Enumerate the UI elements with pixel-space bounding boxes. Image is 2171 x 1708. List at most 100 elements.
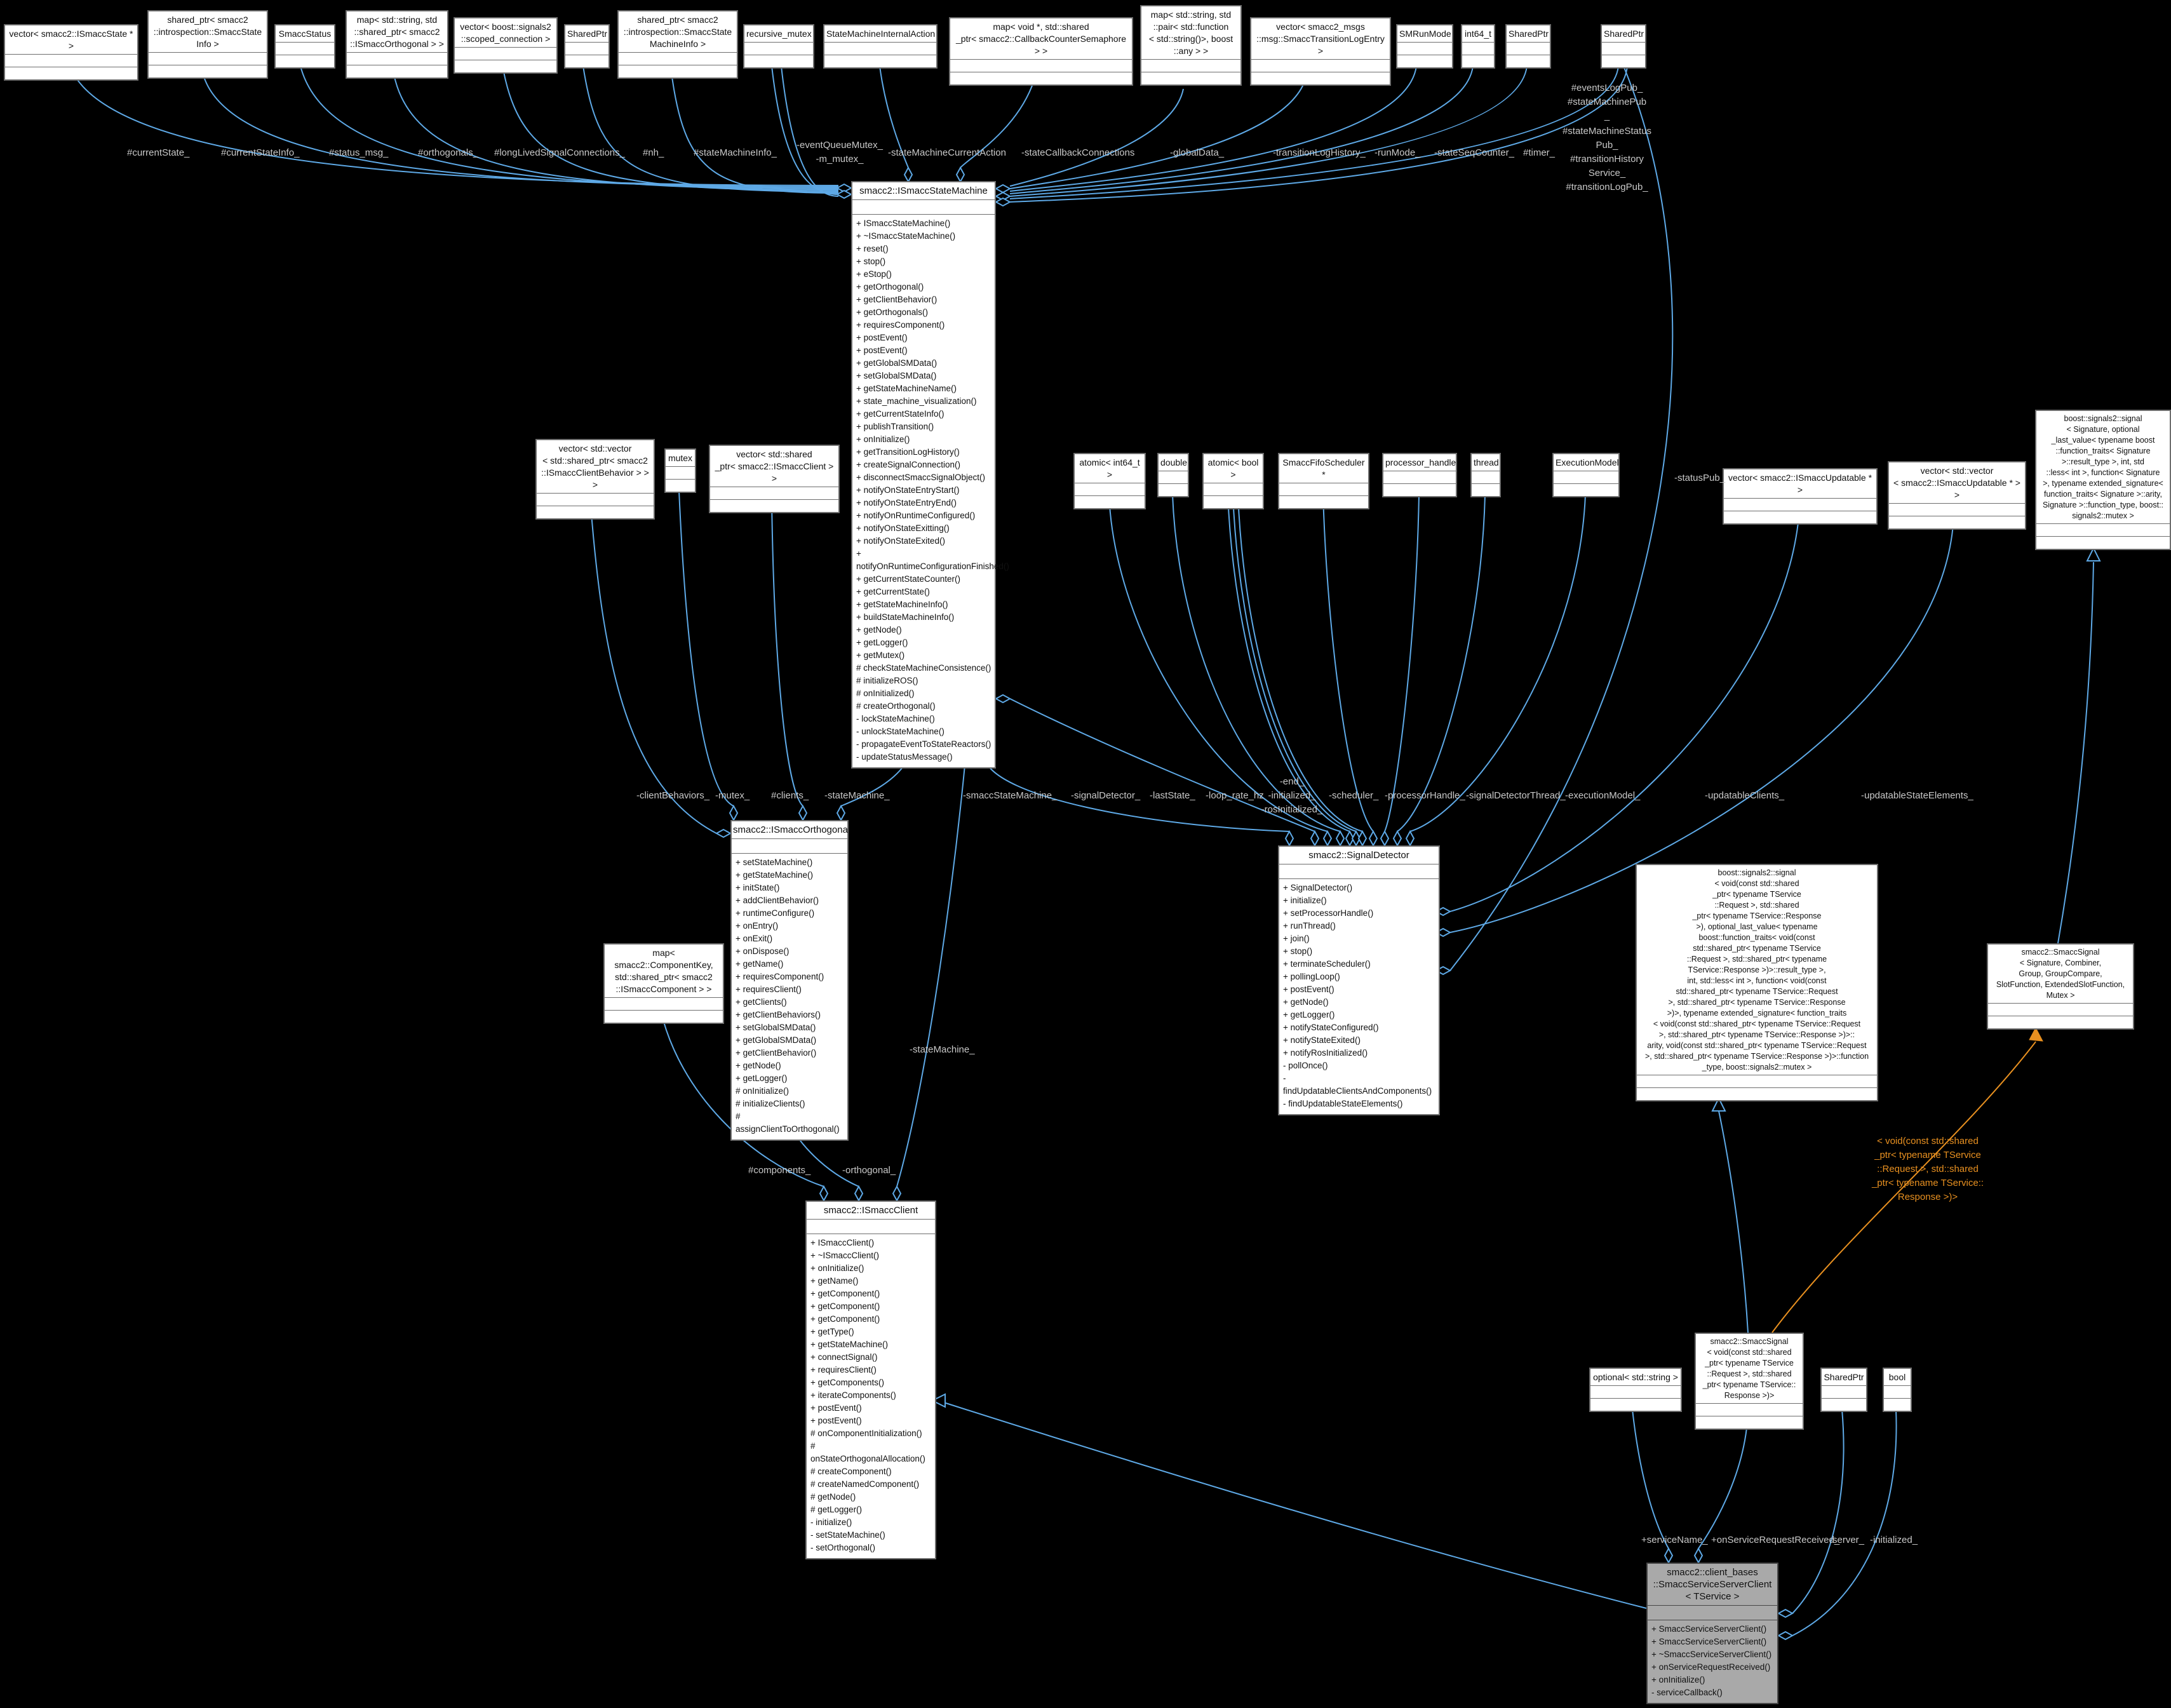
class-ismacc-state-machine[interactable]: smacc2::ISmaccStateMachine+ ISmaccStateM… (851, 181, 1009, 769)
type-title: SmaccFifoScheduler * (1279, 454, 1368, 483)
type-smacc-status[interactable]: SmaccStatus (274, 24, 335, 69)
type-shared-ptr-a[interactable]: SharedPtr (564, 24, 610, 69)
edge-label-line: #stateMachinePub (1567, 97, 1647, 107)
type-atomic-bool[interactable]: atomic< bool > (1202, 453, 1264, 509)
type-sm-run-mode[interactable]: SMRunMode (1396, 24, 1453, 69)
class-member: + createSignalConnection() (856, 460, 960, 469)
type-int64-t[interactable]: int64_t (1461, 24, 1495, 69)
empty-compartment (1637, 1075, 1877, 1087)
type-title-line: ::Request >, std::shared (1707, 1369, 1792, 1378)
type-title: vector< boost::signals2::scoped_connecti… (455, 18, 556, 47)
type-smacc-fifo-scheduler[interactable]: SmaccFifoScheduler * (1278, 453, 1369, 509)
empty-compartment (619, 52, 737, 65)
empty-compartment (1472, 471, 1500, 483)
type-vector-client-behavior[interactable]: vector< std::vector< std::shared_ptr< sm… (535, 439, 655, 520)
empty-compartment (1204, 483, 1263, 495)
type-title-line: StateMachineInternalAction (826, 29, 936, 39)
type-state-machine-internal-action[interactable]: StateMachineInternalAction (823, 24, 938, 69)
lbl-run-mode: -runMode_ (1375, 146, 1421, 160)
class-member: - serviceCallback() (1651, 1688, 1723, 1697)
empty-compartment (1141, 59, 1240, 72)
class-member: + getComponent() (810, 1301, 880, 1311)
empty-compartment (1204, 495, 1263, 508)
class-smacc-service-server-client[interactable]: smacc2::client_bases::SmaccServiceServer… (1646, 1563, 1778, 1704)
type-shared-ptr-smacc-state-info[interactable]: shared_ptr< smacc2::introspection::Smacc… (147, 10, 268, 79)
type-execution-model[interactable]: ExecutionModel (1552, 453, 1620, 497)
type-title: SMRunMode (1397, 25, 1452, 42)
lbl-event-queue-mutex: -eventQueueMutex_-m_mutex_ (795, 138, 884, 166)
type-shared-ptr-c[interactable]: SharedPtr (1601, 24, 1646, 69)
type-title-line: atomic< int64_t > (1079, 457, 1140, 480)
type-title-line: SharedPtr (1824, 1372, 1864, 1382)
type-shared-ptr-sm-info[interactable]: shared_ptr< smacc2::introspection::Smacc… (617, 10, 738, 79)
edge-label-line: -stateMachineCurrentAction (888, 147, 1006, 158)
type-title-line: Signature >::function_type, boost:: (2042, 501, 2164, 509)
type-title-line: SharedPtr (567, 29, 608, 39)
empty-compartment (1554, 483, 1618, 496)
type-title: atomic< int64_t > (1075, 454, 1145, 483)
type-atomic-int64[interactable]: atomic< int64_t > (1073, 453, 1146, 509)
type-vector-transition-log[interactable]: vector< smacc2_msgs::msg::SmaccTransitio… (1250, 17, 1391, 86)
class-title-line: smacc2::ISmaccStateMachine (859, 185, 988, 196)
type-title-line: arity, void(const std::shared_ptr< typen… (1647, 1041, 1867, 1050)
type-vector-ismacc-state[interactable]: vector< smacc2::ISmaccState * > (4, 24, 138, 81)
type-vector-scoped-connection[interactable]: vector< boost::signals2::scoped_connecti… (454, 17, 558, 74)
lbl-loop-rate-hz: -loop_rate_hz (1206, 789, 1264, 803)
edge-label-line: -updatableStateElements_ (1861, 790, 1973, 801)
type-thread[interactable]: thread (1470, 453, 1501, 497)
empty-compartment (824, 55, 936, 67)
class-member: + join() (1283, 934, 1310, 943)
type-bool[interactable]: bool (1883, 1368, 1912, 1412)
type-recursive-mutex[interactable]: recursive_mutex (743, 24, 814, 69)
class-member: + stop() (856, 257, 886, 266)
methods-compartment: + SignalDetector()+ initialize()+ setPro… (1279, 878, 1439, 1114)
type-optional-string[interactable]: optional< std::string > (1589, 1368, 1682, 1412)
type-mutex[interactable]: mutex (664, 448, 696, 493)
type-map-callback-counter-semaphore[interactable]: map< void *, std::shared_ptr< smacc2::Ca… (949, 17, 1133, 86)
type-title-line: SmaccStatus (278, 29, 332, 39)
type-title: mutex (666, 450, 695, 466)
class-member: + getComponent() (810, 1289, 880, 1298)
type-shared-ptr-d[interactable]: SharedPtr (1820, 1368, 1867, 1412)
type-smacc-signal-specialized[interactable]: smacc2::SmaccSignal< void(const std::sha… (1695, 1333, 1804, 1430)
type-double[interactable]: double (1157, 453, 1189, 497)
type-map-component[interactable]: map< smacc2::ComponentKey,std::shared_pt… (603, 943, 724, 1024)
class-ismacc-orthogonal[interactable]: smacc2::ISmaccOrthogonal+ setStateMachin… (730, 820, 850, 1141)
type-smacc-signal-generic[interactable]: smacc2::SmaccSignal< Signature, Combiner… (1987, 943, 2134, 1030)
type-vector-ismacc-client[interactable]: vector< std::shared_ptr< smacc2::ISmaccC… (709, 445, 840, 513)
type-title-line: < std::string()>, boost (1148, 34, 1233, 44)
lbl-initialized: -initialized_ (1870, 1533, 1918, 1547)
type-title: smacc2::SmaccSignal< Signature, Combiner… (1988, 945, 2133, 1003)
class-member: + ~SmaccServiceServerClient() (1651, 1650, 1772, 1659)
lbl-nh: #nh_ (643, 146, 664, 160)
edge-label-line: -rosInitialized_ (1261, 804, 1323, 815)
edge-label-line: #stateMachineInfo_ (694, 147, 777, 158)
type-title-line: mutex (668, 453, 693, 463)
type-title-line: vector< std::shared (736, 449, 812, 459)
type-title-line: SharedPtr (1604, 29, 1644, 39)
methods-compartment: + ISmaccClient()+ ~ISmaccClient()+ onIni… (807, 1234, 935, 1558)
lbl-status-pub: -statusPub_ (1674, 471, 1725, 485)
class-member: + SignalDetector() (1283, 883, 1353, 892)
empty-compartment (1075, 495, 1145, 508)
type-processor-handle[interactable]: processor_handle (1382, 453, 1457, 497)
type-map-orthogonal[interactable]: map< std::string, std::shared_ptr< smacc… (346, 10, 448, 79)
type-title-line: _last_value< typename boost (2051, 436, 2155, 445)
class-signal-detector[interactable]: smacc2::SignalDetector+ SignalDetector()… (1278, 845, 1440, 1115)
type-boost-signal-specialized[interactable]: boost::signals2::signal< void(const std:… (1636, 864, 1878, 1101)
class-member: + runtimeConfigure() (736, 908, 815, 918)
type-shared-ptr-b[interactable]: SharedPtr (1505, 24, 1551, 69)
class-member: + requiresClient() (736, 985, 802, 994)
class-member: + stop() (1283, 946, 1313, 956)
class-member: + onEntry() (736, 921, 779, 931)
type-vector-updatable[interactable]: vector< smacc2::ISmaccUpdatable * > (1723, 468, 1878, 525)
empty-compartment (1279, 495, 1368, 508)
type-vector-vector-updatable[interactable]: vector< std::vector< smacc2::ISmaccUpdat… (1888, 461, 2026, 530)
type-map-global-data[interactable]: map< std::string, std::pair< std::functi… (1140, 5, 1242, 86)
class-member: + getCurrentStateInfo() (856, 409, 944, 419)
class-ismacc-client[interactable]: smacc2::ISmaccClient+ ISmaccClient()+ ~I… (805, 1200, 936, 1559)
type-boost-signal-generic[interactable]: boost::signals2::signal< Signature, opti… (2035, 410, 2171, 550)
type-title-line: vector< smacc2_msgs (1276, 22, 1365, 32)
class-member: - setOrthogonal() (810, 1543, 876, 1552)
class-member: + getTransitionLogHistory() (856, 447, 960, 457)
